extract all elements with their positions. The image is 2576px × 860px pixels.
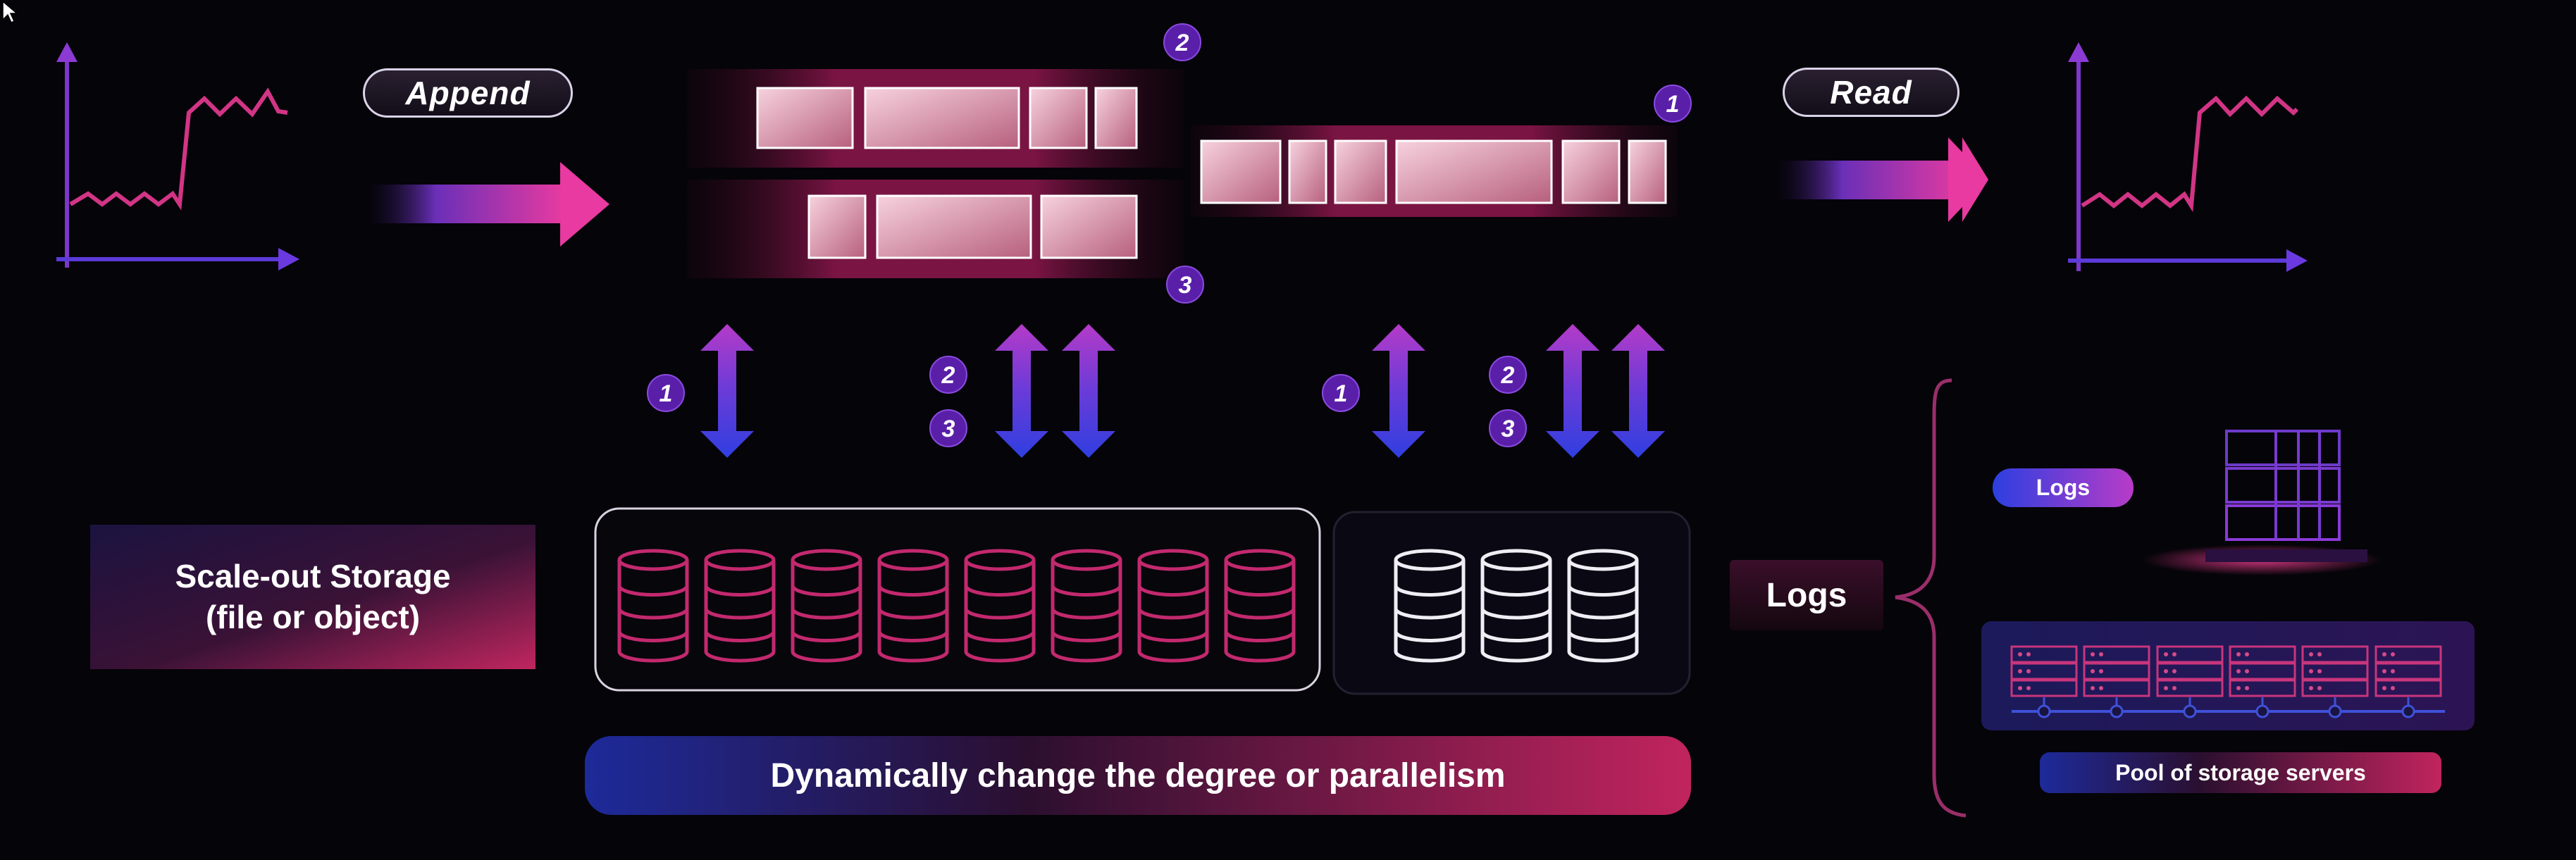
vertical-arrows [700,324,1665,458]
step-badge: 3 [1489,409,1527,447]
pool-label-bar [2040,752,2441,793]
logs-small-pill [1993,468,2134,507]
database-icon [1567,549,1639,663]
stream-band-bottom [687,180,1184,278]
stream-band-top [687,69,1184,168]
step-badge-number: 2 [941,362,955,389]
data-block [1288,139,1327,204]
left-mini-chart [56,42,299,270]
append-label: Append [363,68,573,118]
step-badge: 2 [1163,23,1201,61]
database-icon [704,549,776,663]
append-arrow [366,162,609,247]
stream-band-right [1191,125,1677,217]
right-mini-chart [2068,42,2308,272]
step-badge: 1 [1322,374,1360,412]
parallelism-label: Dynamically change the degree or paralle… [770,756,1506,794]
step-badge-number: 3 [1179,272,1192,299]
double-arrow-icon [1372,324,1425,458]
step-badge: 1 [1654,85,1692,123]
read-label: Read [1783,68,1959,117]
logs-main-box [1730,560,1883,630]
step-badge-number: 3 [942,416,955,442]
database-icon [791,549,862,663]
double-arrow-icon [700,324,754,458]
logs-main-label: Logs [1766,576,1847,614]
step-badge: 3 [1166,266,1204,304]
data-block [1029,87,1088,149]
step-badge-number: 1 [1335,380,1348,407]
double-arrow-icon [1611,324,1665,458]
server-icon [2301,645,2369,718]
scale-out-storage-line2: (file or object) [205,598,421,635]
logs-small-label: Logs [2036,475,2091,500]
database-icon [1224,549,1296,663]
step-badge-number: 1 [1666,91,1680,118]
step-badge: 2 [929,356,967,394]
parallelism-bar [585,736,1691,815]
step-badge-number: 2 [1501,362,1515,389]
data-block [1628,139,1667,204]
scale-out-storage-label: Scale-out Storage (file or object) [90,525,535,669]
database-icon [1394,549,1466,663]
read-arrow [1776,137,1988,222]
database-icon [1480,549,1552,663]
database-icon [617,549,689,663]
step-badge-number: 3 [1501,416,1515,442]
step-badge-number: 2 [1175,30,1189,56]
data-block [1334,139,1387,204]
storage-group-white [1332,511,1691,695]
data-block [1561,139,1621,204]
data-block [1040,194,1138,259]
scale-out-storage-line1: Scale-out Storage [175,558,451,594]
step-badge: 1 [647,374,685,412]
server-icon [2374,645,2442,718]
pool-label: Pool of storage servers [2115,759,2366,785]
double-arrow-icon [1062,324,1115,458]
data-block [1200,139,1282,204]
data-block [1094,87,1138,149]
double-arrow-icon [995,324,1048,458]
data-block [807,194,867,259]
step-badge: 3 [929,409,967,447]
cursor-icon [2,0,19,24]
data-block [864,87,1020,149]
database-icon [964,549,1036,663]
server-icon [2156,645,2224,718]
badges: 2 1 3 1 2 3 1 2 3 [647,23,1692,447]
server-icon [2229,645,2296,718]
server-stack-icon [2142,430,2382,575]
data-block [756,87,854,149]
scale-out-storage-box [90,525,535,669]
server-icon [2083,645,2150,718]
storage-pool-box [1981,621,2475,730]
database-icon [1137,549,1209,663]
data-block [1395,139,1553,204]
server-icon [2010,645,2078,718]
storage-group-pink [594,507,1321,692]
database-icon [877,549,949,663]
database-icon [1051,549,1122,663]
brace [1895,378,1967,818]
data-block [876,194,1032,259]
step-badge: 2 [1489,356,1527,394]
double-arrow-icon [1546,324,1599,458]
step-badge-number: 1 [660,380,673,407]
